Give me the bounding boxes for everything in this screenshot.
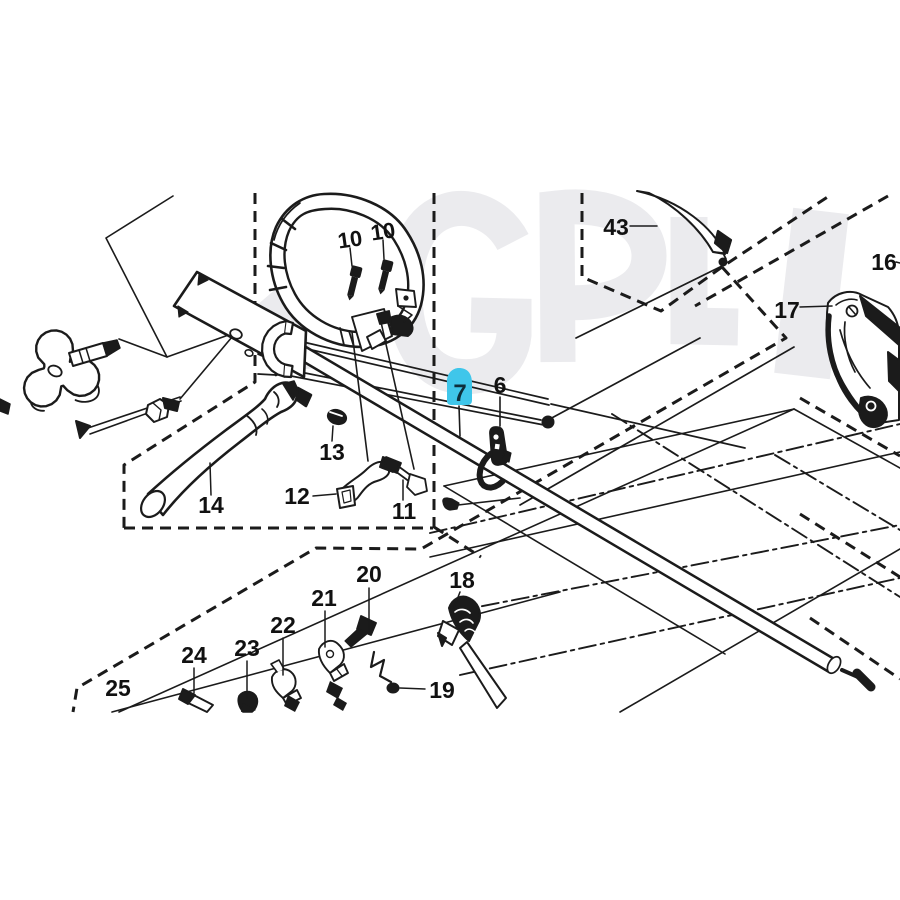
- svg-text:21: 21: [311, 585, 337, 611]
- svg-text:25: 25: [105, 675, 131, 701]
- svg-text:12: 12: [284, 483, 310, 509]
- svg-text:14: 14: [198, 492, 224, 518]
- svg-text:10: 10: [369, 217, 397, 245]
- svg-text:11: 11: [392, 498, 417, 524]
- svg-text:24: 24: [181, 642, 207, 668]
- svg-text:43: 43: [603, 214, 629, 240]
- svg-text:10: 10: [336, 225, 364, 253]
- svg-text:20: 20: [356, 561, 382, 587]
- svg-text:6: 6: [494, 372, 507, 398]
- svg-text:22: 22: [270, 612, 296, 638]
- svg-text:13: 13: [319, 439, 345, 465]
- svg-text:19: 19: [429, 677, 455, 703]
- svg-text:7: 7: [453, 380, 466, 407]
- svg-text:18: 18: [449, 567, 475, 593]
- svg-text:23: 23: [234, 635, 260, 661]
- svg-text:17: 17: [774, 297, 800, 323]
- svg-text:16: 16: [871, 249, 897, 275]
